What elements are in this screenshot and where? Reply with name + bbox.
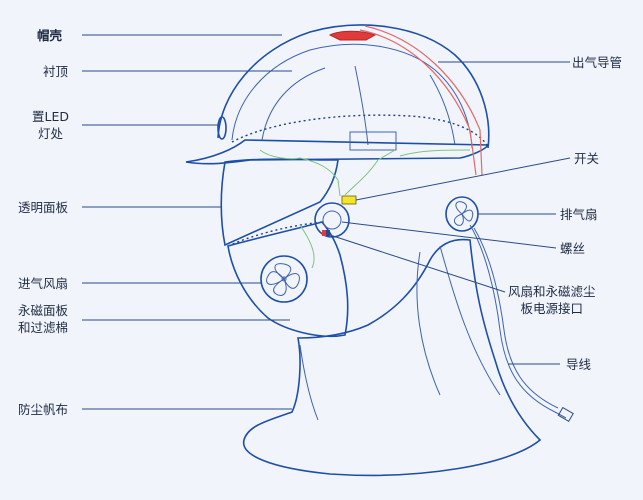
switch-shape [341,195,357,205]
visor-shape [220,158,339,247]
label-power-port: 风扇和永磁滤尘 板电源接口 [508,283,596,317]
label-visor: 透明面板 [18,200,69,215]
label-switch: 开关 [574,151,600,166]
led-band [231,114,489,147]
label-wire: 导线 [566,357,592,372]
label-exhaust-fan: 排气扇 [560,207,598,222]
label-dust-cloth: 防尘帆布 [18,402,69,417]
intake-fan-shape [260,255,308,303]
label-screw: 螺丝 [560,241,586,256]
label-magnet-panel: 永磁面板 和过滤棉 [18,302,68,336]
screw-disc [314,202,350,238]
label-magnet-line1: 永磁面板 [18,303,69,318]
label-magnet-line2: 和过滤棉 [18,320,69,335]
label-led-line1: 置LED [32,109,69,124]
label-intake-fan: 进气风扇 [18,276,69,291]
label-port-line2: 板电源接口 [520,301,584,316]
wire-shape [469,224,567,419]
dust-cloth-shape [242,238,542,477]
label-shell: 帽壳 [37,28,63,43]
lining-shape [231,43,473,149]
helmet-shell-shape [217,24,490,149]
label-led-line2: 灯处 [37,126,63,141]
label-led: 置LED 灯处 [32,108,69,142]
label-port-line1: 风扇和永磁滤尘 [508,284,596,299]
label-lining: 衬顶 [43,64,69,79]
label-exhaust-pipe: 出气导管 [572,55,623,70]
mask-panel-shape [227,221,349,338]
